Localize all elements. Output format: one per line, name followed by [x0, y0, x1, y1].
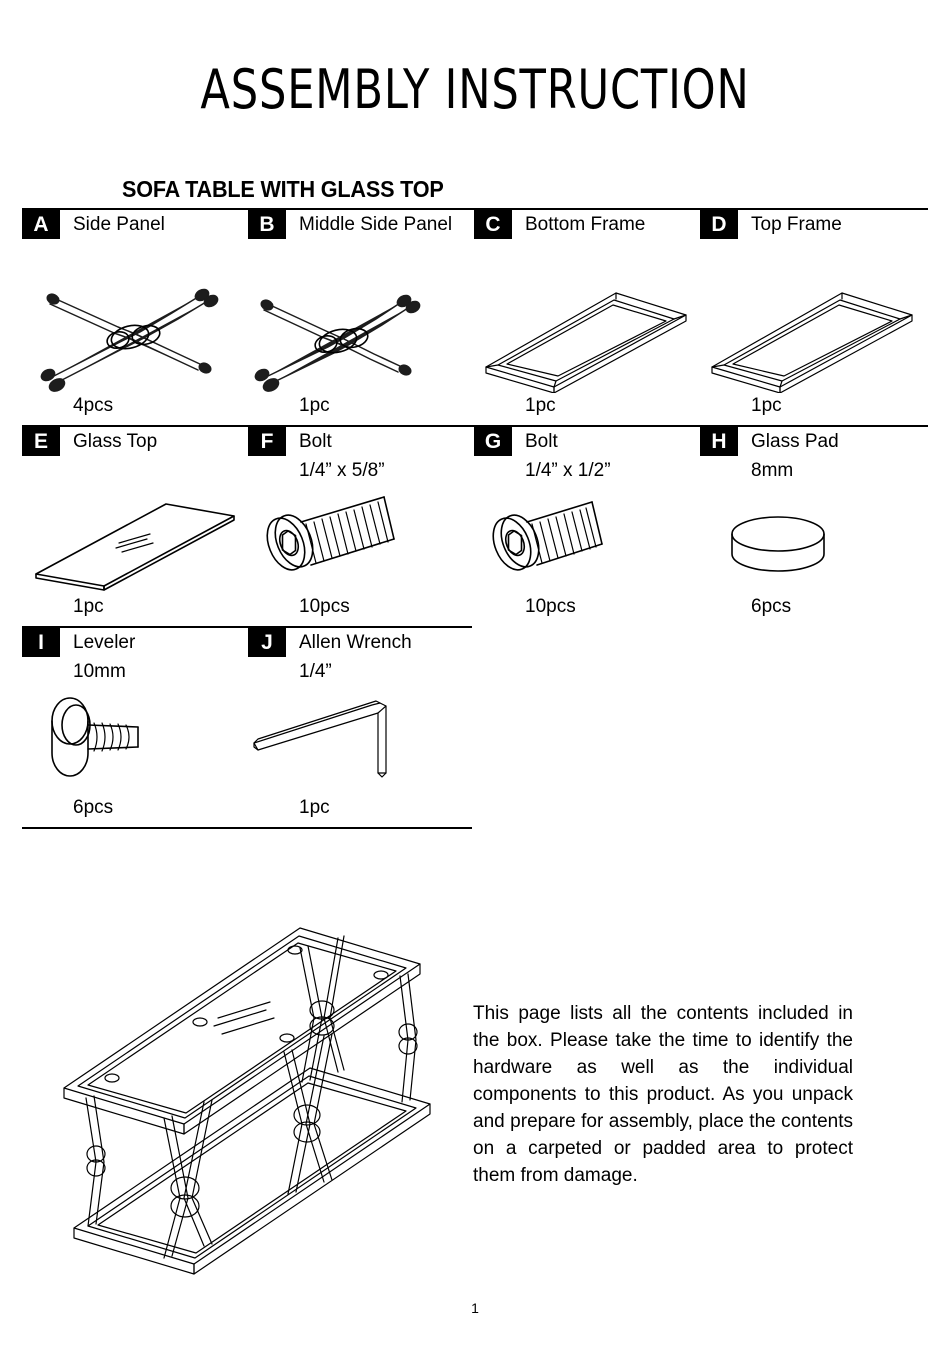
- part-header: J Allen Wrench: [248, 628, 474, 657]
- part-quantity-label: 1pc: [73, 596, 104, 617]
- part-item-h: H Glass Pad 8mm 6pcs: [700, 427, 926, 626]
- product-subtitle: SOFA TABLE WITH GLASS TOP: [122, 176, 444, 202]
- intro-paragraph: This page lists all the contents include…: [473, 1003, 853, 1186]
- page-number: 1: [471, 1300, 479, 1316]
- part-header: C Bottom Frame: [474, 210, 700, 239]
- part-item-d: D Top Frame: [700, 210, 926, 425]
- part-letter-badge: F: [248, 427, 286, 456]
- part-quantity-label: 4pcs: [73, 395, 114, 416]
- part-letter-badge: C: [474, 210, 512, 239]
- part-item-e: E Glass Top: [22, 427, 248, 626]
- part-illustration-bottom-frame: [474, 269, 700, 393]
- parts-list-table: A Side Panel: [22, 208, 928, 829]
- part-quantity-label: 1pc: [525, 395, 556, 416]
- part-letter-badge: G: [474, 427, 512, 456]
- part-letter-badge: J: [248, 628, 286, 657]
- part-name-label: Glass Pad: [751, 431, 839, 452]
- part-spec-label: 1/4” x 1/2”: [525, 460, 611, 481]
- part-spec-label: 10mm: [73, 661, 126, 682]
- part-illustration-middle-side-panel: [248, 269, 474, 393]
- part-header: D Top Frame: [700, 210, 926, 239]
- part-header: G Bolt: [474, 427, 700, 456]
- part-item-a: A Side Panel: [22, 210, 248, 425]
- part-illustration-bolt-short: [474, 486, 700, 596]
- part-name-label: Top Frame: [751, 214, 842, 235]
- part-quantity-label: 1pc: [299, 797, 330, 818]
- part-illustration-allen-wrench: [248, 687, 474, 797]
- part-item-b: B Middle Side Panel: [248, 210, 474, 425]
- part-quantity-label: 1pc: [299, 395, 330, 416]
- part-spec-label: 1/4”: [299, 661, 332, 682]
- part-quantity-label: 6pcs: [751, 596, 792, 617]
- part-letter-badge: A: [22, 210, 60, 239]
- part-name-label: Bottom Frame: [525, 214, 646, 235]
- part-illustration-glass-pad: [700, 486, 926, 596]
- part-quantity-label: 10pcs: [525, 596, 576, 617]
- part-header: A Side Panel: [22, 210, 248, 239]
- part-letter-badge: B: [248, 210, 286, 239]
- part-name-label: Glass Top: [73, 431, 158, 452]
- part-name-label: Middle Side Panel: [299, 214, 453, 235]
- part-header: E Glass Top: [22, 427, 248, 456]
- part-illustration-bolt-long: [248, 486, 474, 596]
- part-spec-label: 8mm: [751, 460, 794, 481]
- part-header: B Middle Side Panel: [248, 210, 474, 239]
- part-illustration-top-frame: [700, 269, 926, 393]
- part-item-g: G Bolt 1/4” x 1/2”: [474, 427, 700, 626]
- part-letter-badge: I: [22, 628, 60, 657]
- parts-row: E Glass Top: [22, 425, 928, 626]
- part-spec-label: 1/4” x 5/8”: [299, 460, 385, 481]
- part-quantity-label: 6pcs: [73, 797, 114, 818]
- part-header: F Bolt: [248, 427, 474, 456]
- part-illustration-leveler: [22, 687, 248, 797]
- parts-row: I Leveler 10mm: [22, 626, 472, 829]
- page-title: ASSEMBLY INSTRUCTION: [200, 58, 750, 121]
- part-illustration-glass-top: [22, 486, 248, 596]
- part-item-f: F Bolt 1/4” x 5/8”: [248, 427, 474, 626]
- assembled-product-illustration: [52, 906, 472, 1296]
- part-quantity-label: 10pcs: [299, 596, 350, 617]
- part-item-c: C Bottom Frame: [474, 210, 700, 425]
- part-item-j: J Allen Wrench 1/4” 1pc: [248, 628, 474, 827]
- part-quantity-label: 1pc: [751, 395, 782, 416]
- part-letter-badge: E: [22, 427, 60, 456]
- part-name-label: Allen Wrench: [299, 632, 412, 653]
- part-name-label: Leveler: [73, 632, 136, 653]
- part-name-label: Side Panel: [73, 214, 165, 235]
- part-header: I Leveler: [22, 628, 248, 657]
- part-name-label: Bolt: [299, 431, 332, 452]
- part-letter-badge: H: [700, 427, 738, 456]
- part-letter-badge: D: [700, 210, 738, 239]
- part-item-i: I Leveler 10mm: [22, 628, 248, 827]
- part-illustration-side-panel: [22, 269, 248, 393]
- part-header: H Glass Pad: [700, 427, 926, 456]
- parts-row: A Side Panel: [22, 208, 928, 425]
- part-name-label: Bolt: [525, 431, 558, 452]
